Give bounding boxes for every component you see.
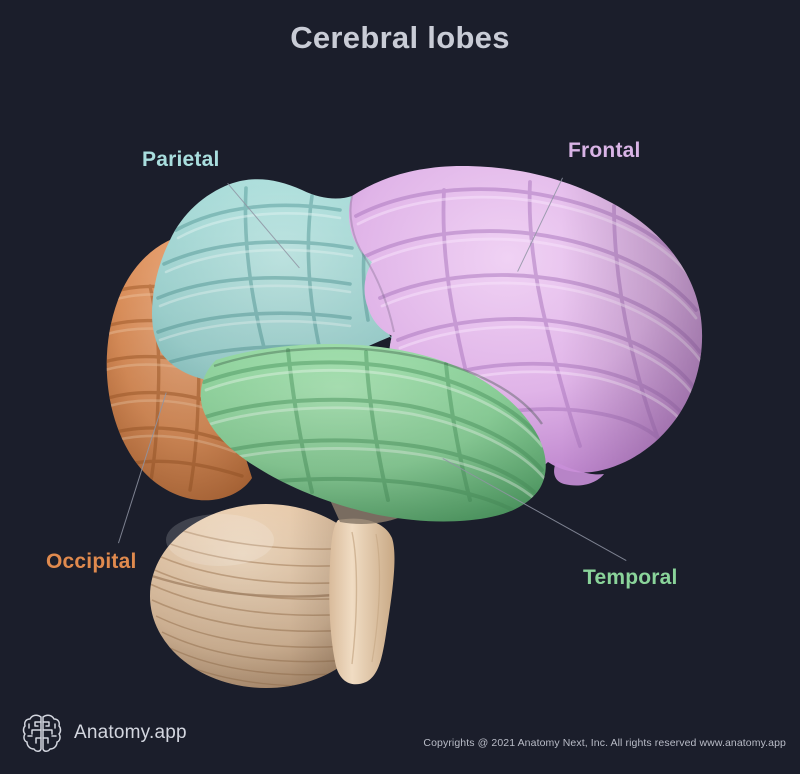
brand-name: Anatomy.app bbox=[74, 722, 187, 743]
label-frontal[interactable]: Frontal bbox=[568, 139, 641, 162]
label-temporal[interactable]: Temporal bbox=[583, 566, 678, 589]
brain-icon bbox=[22, 714, 62, 752]
page-title: Cerebral lobes bbox=[290, 20, 510, 55]
copyright-notice: Copyrights @ 2021 Anatomy Next, Inc. All… bbox=[423, 737, 786, 749]
central-sulcus bbox=[349, 195, 395, 333]
lateral-fissure bbox=[213, 347, 543, 425]
temporal-lobe bbox=[200, 344, 546, 522]
brand-logo[interactable]: Anatomy.app bbox=[22, 712, 187, 754]
brainstem bbox=[329, 518, 395, 685]
label-parietal[interactable]: Parietal bbox=[142, 148, 220, 171]
label-occipital[interactable]: Occipital bbox=[46, 550, 137, 573]
